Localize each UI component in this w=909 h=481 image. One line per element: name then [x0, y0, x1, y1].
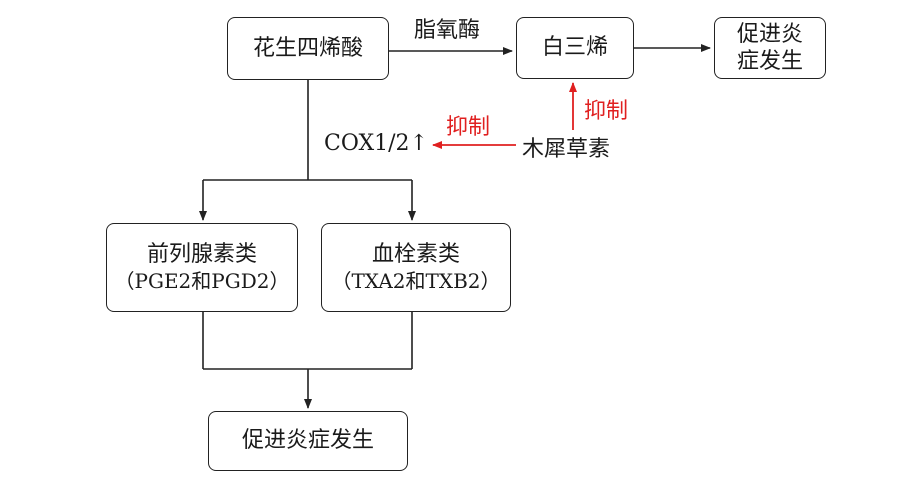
node-arachidonic-acid-label: 花生四烯酸	[252, 35, 363, 61]
node-prostaglandins-line1: 前列腺素类	[146, 242, 257, 268]
label-inhibit-leukotriene: 抑制	[584, 99, 629, 124]
node-inflammation-top-line2: 症发生	[736, 49, 803, 74]
node-leukotriene: 白三烯	[516, 17, 634, 79]
cox-up-arrow-icon: ↑	[409, 131, 428, 156]
label-cox-text: COX1/2	[324, 131, 410, 156]
node-inflammation-top-line1: 促进炎	[736, 21, 803, 47]
node-xylosmin: 木犀草素	[522, 137, 611, 162]
label-lipoxygenase: 脂氧酶	[414, 18, 481, 43]
node-leukotriene-label: 白三烯	[541, 35, 608, 61]
node-inflammation-top: 促进炎 症发生	[714, 17, 826, 79]
node-arachidonic-acid: 花生四烯酸	[227, 17, 389, 80]
node-thromboxanes: 血栓素类 （TXA2和TXB2）	[321, 223, 511, 312]
node-inflammation-bottom: 促进炎症发生	[208, 411, 408, 471]
node-thromboxanes-line2: （TXA2和TXB2）	[331, 268, 501, 293]
node-thromboxanes-line1: 血栓素类	[371, 242, 460, 268]
node-inflammation-bottom-label: 促进炎症发生	[241, 428, 374, 454]
node-prostaglandins-line2: （PGE2和PGD2）	[114, 268, 290, 293]
node-prostaglandins: 前列腺素类 （PGE2和PGD2）	[106, 223, 298, 312]
label-cox: COX1/2↑	[324, 131, 428, 156]
label-inhibit-cox: 抑制	[446, 115, 491, 140]
